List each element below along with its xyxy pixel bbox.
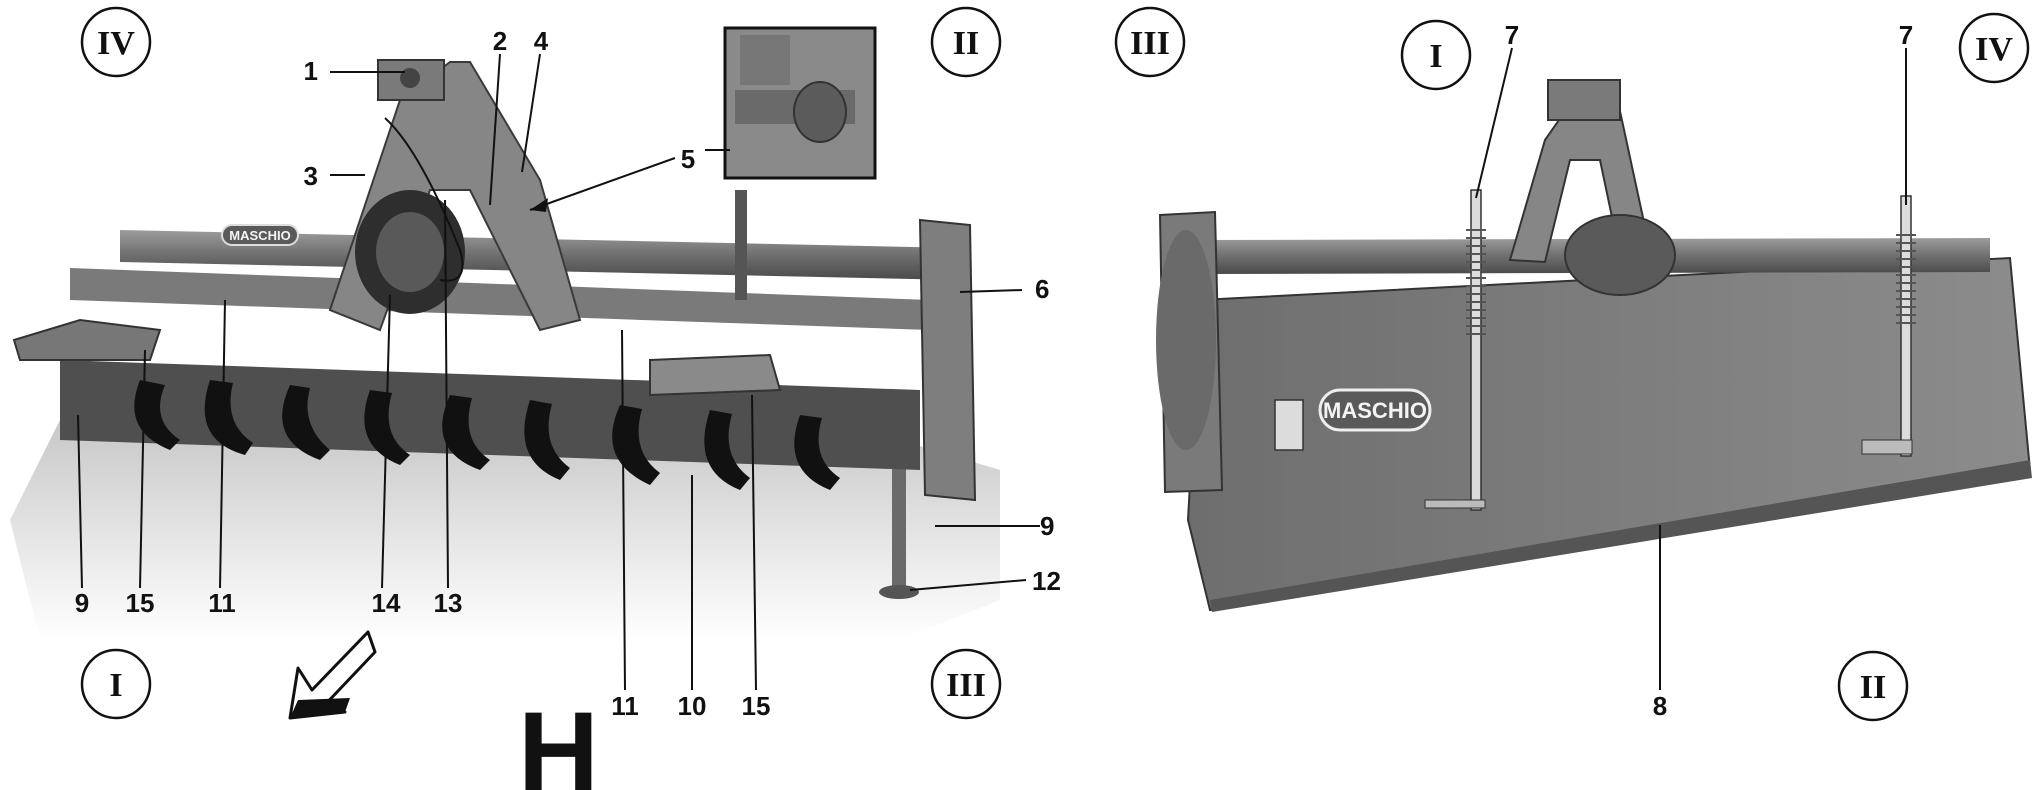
right-callouts: 7 7 8	[1505, 20, 1913, 721]
right-machine-photo: MASCHIO	[1156, 79, 2032, 612]
callout-7-right: 7	[1899, 20, 1913, 50]
orientation-mark-ii: II	[953, 25, 979, 62]
left-callouts: 1 2 4 3 5 6 9 12 9 15 11 14 13 11 10 15	[75, 26, 1061, 721]
right-orientation-marks: III I IV II	[1114, 6, 2030, 722]
hose	[384, 117, 464, 282]
adjust-rod	[735, 190, 747, 300]
orientation-circle	[1400, 19, 1472, 91]
orientation-circle	[1958, 12, 2030, 84]
figure-letter: H	[518, 689, 599, 790]
frame-bar	[70, 268, 930, 330]
brand-text-left: MASCHIO	[229, 228, 290, 243]
skid-plate-left	[12, 318, 162, 361]
callout-11-left: 11	[208, 588, 236, 618]
callout-15-bottom: 15	[742, 691, 771, 721]
callout-9-right: 9	[1040, 511, 1054, 541]
gearbox-center	[376, 212, 444, 292]
orientation-circle	[1837, 650, 1909, 722]
callout-1: 1	[304, 56, 318, 86]
right-leader-lines	[1475, 47, 1907, 690]
hood-bottom-edge	[1210, 460, 2032, 612]
orientation-circle	[80, 6, 152, 78]
side-drive-plate	[918, 218, 977, 502]
callout-15-left: 15	[126, 588, 155, 618]
left-leader-lines	[77, 53, 1040, 691]
callout-13: 13	[434, 588, 463, 618]
rear-flap	[649, 353, 782, 397]
callout-10: 10	[678, 691, 707, 721]
orientation-mark-iv: IV	[97, 25, 135, 62]
warning-label	[1274, 399, 1304, 451]
orientation-mark-i-right: I	[1429, 38, 1442, 75]
callout-11-bottom: 11	[611, 691, 639, 721]
orientation-circle	[80, 648, 152, 720]
callout-4: 4	[534, 26, 549, 56]
callout-5: 5	[681, 144, 695, 174]
left-orientation-marks: IV II I III	[80, 6, 1002, 720]
callout-14: 14	[372, 588, 401, 618]
brand-badge-right: MASCHIO	[1318, 388, 1432, 432]
orientation-mark-iii: III	[946, 667, 986, 704]
callout-12: 12	[1032, 566, 1061, 596]
callout-9-left: 9	[75, 588, 89, 618]
callout-2: 2	[493, 26, 507, 56]
orientation-circle	[1114, 6, 1186, 78]
callout-6: 6	[1035, 274, 1049, 304]
stand-foot	[879, 585, 919, 599]
hood-spring-left	[1424, 189, 1486, 511]
callout-7-left: 7	[1505, 20, 1519, 50]
orientation-mark-i: I	[109, 667, 122, 704]
orientation-mark-iii-right: III	[1130, 25, 1170, 62]
orientation-mark-ii-right: II	[1860, 669, 1886, 706]
orientation-circle	[930, 648, 1002, 720]
inset-detail	[723, 26, 877, 180]
side-housing-cover	[1156, 230, 1216, 450]
orientation-circle	[930, 6, 1002, 78]
hitch-top-rear	[1547, 79, 1621, 121]
travel-direction-arrow-icon	[288, 630, 377, 720]
callout-8: 8	[1653, 691, 1667, 721]
parking-stand	[892, 450, 906, 590]
callout-3: 3	[304, 161, 318, 191]
gearbox-rear	[1564, 214, 1676, 296]
orientation-mark-iv-right: IV	[1975, 31, 2013, 68]
brand-text-right: MASCHIO	[1323, 398, 1427, 423]
brand-badge-left: MASCHIO	[221, 224, 299, 246]
